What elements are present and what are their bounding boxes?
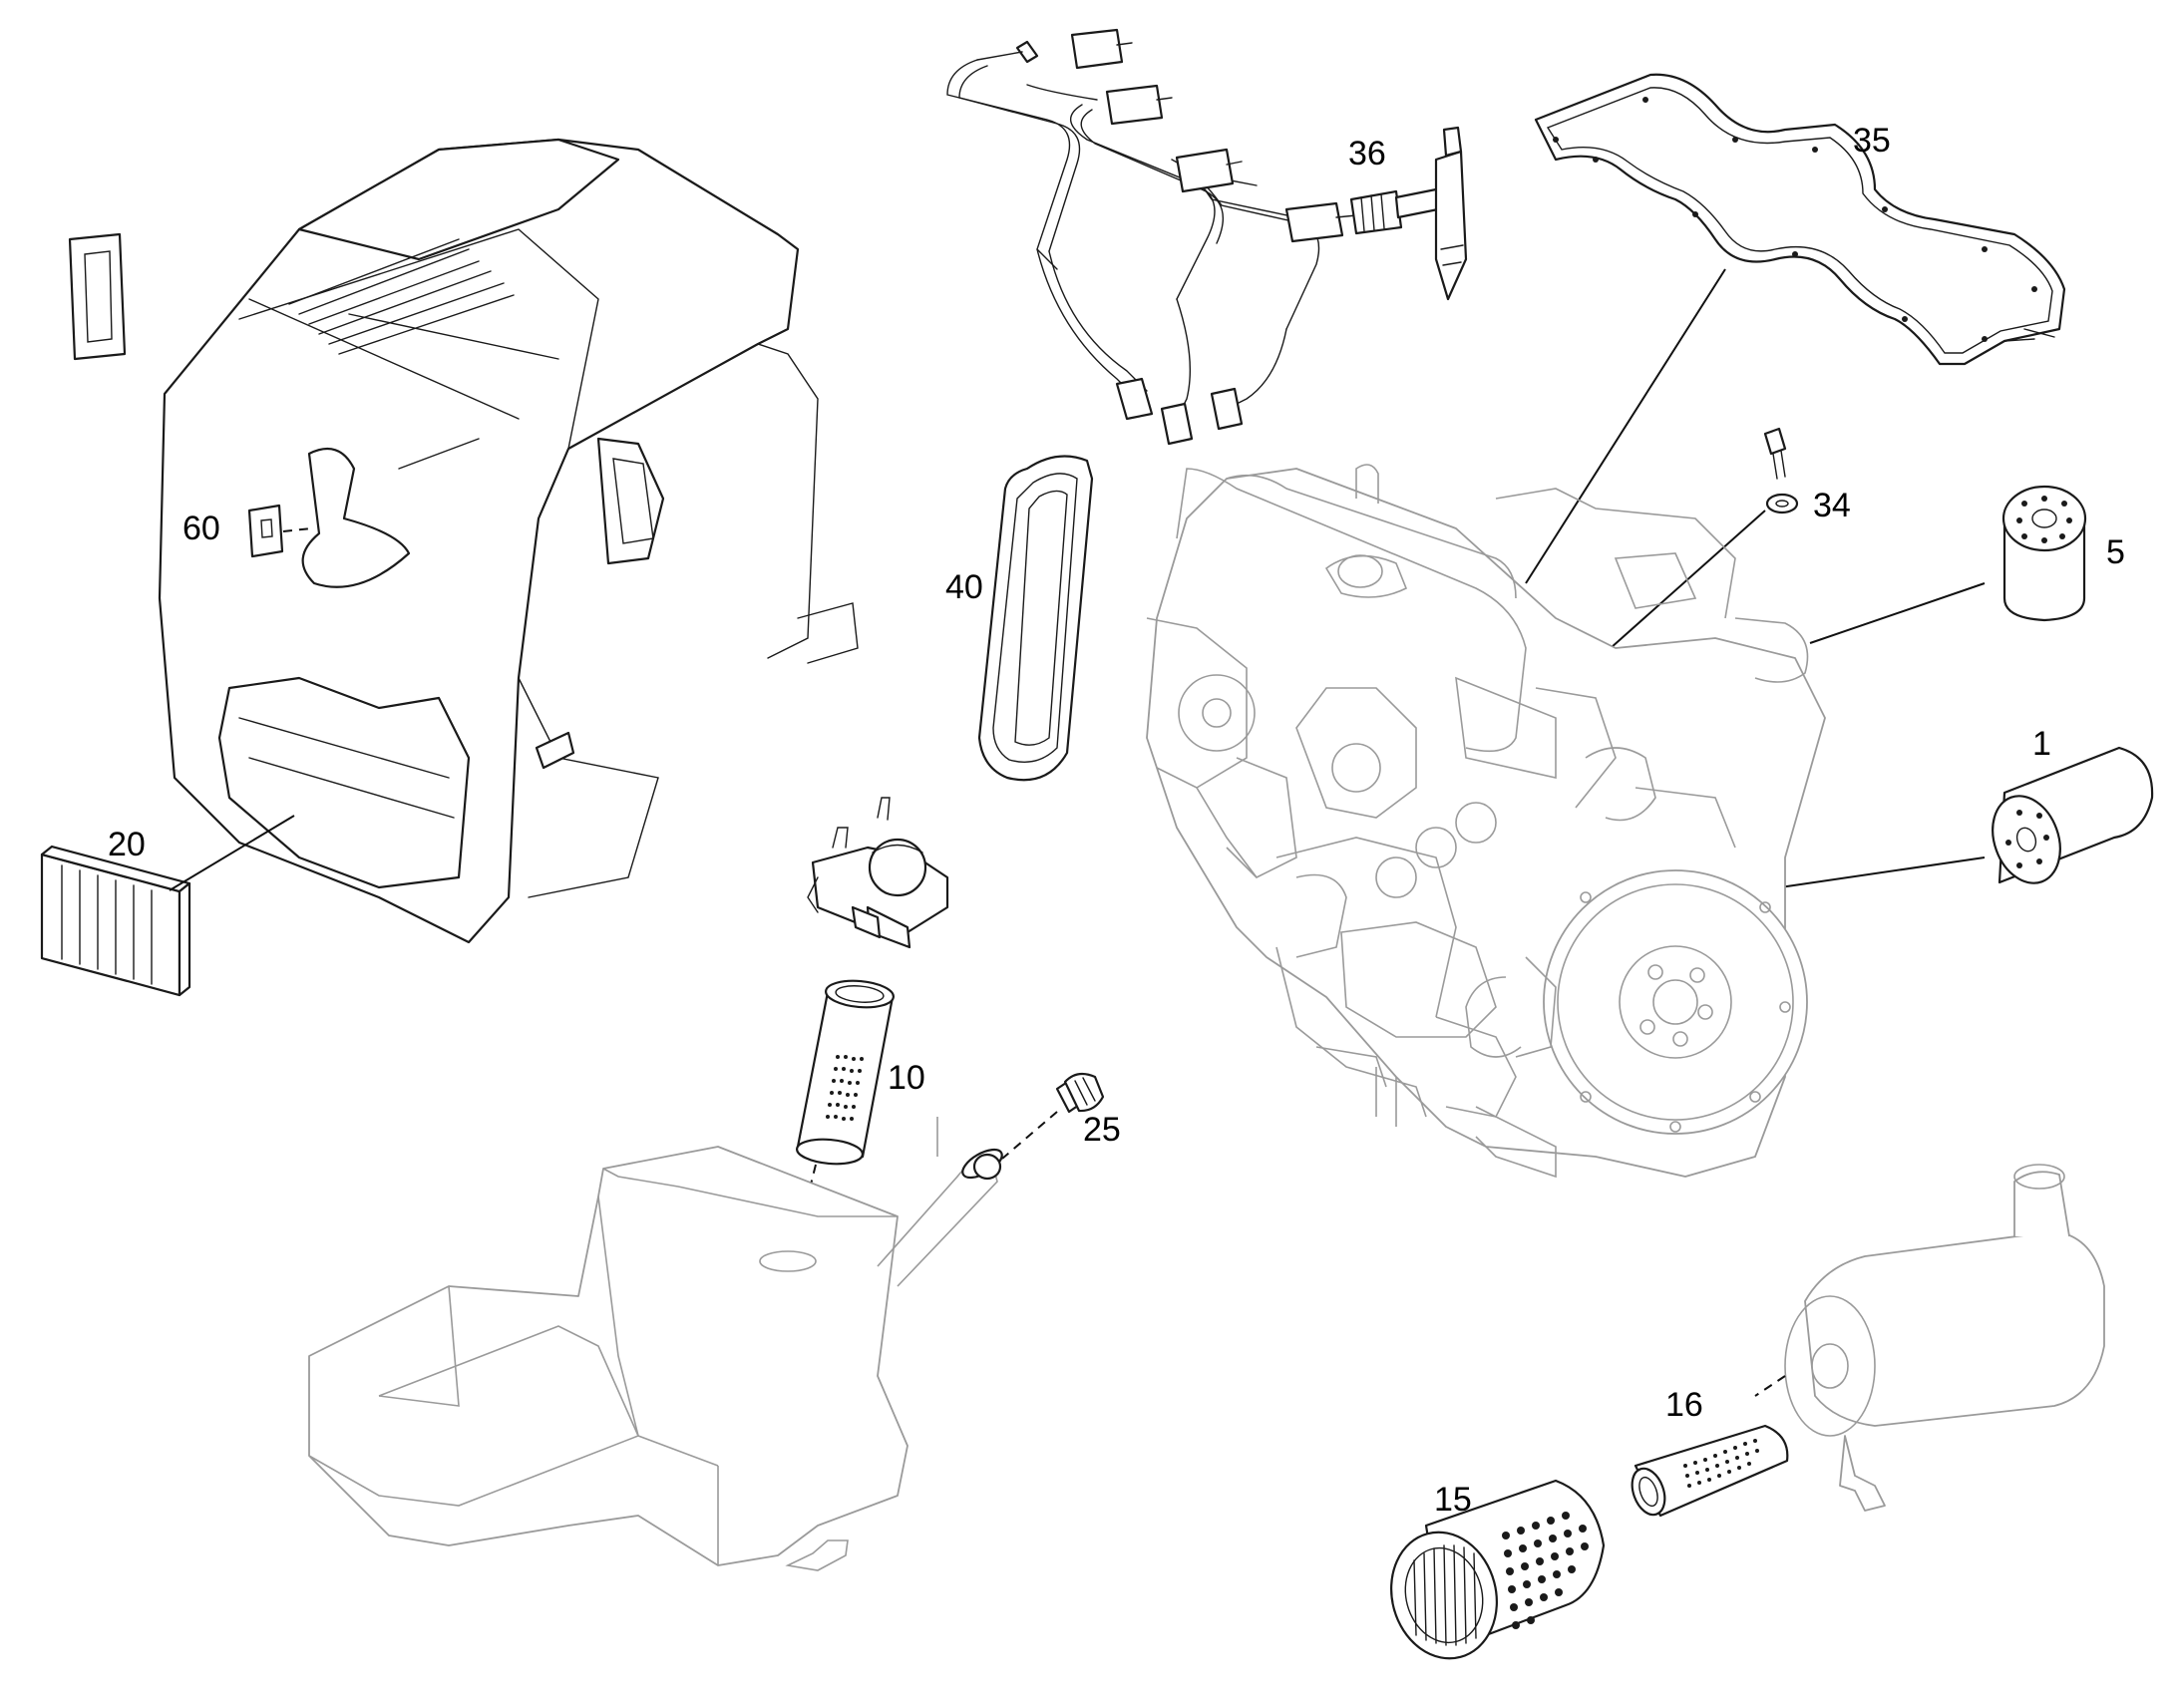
part-10-strainer: [796, 979, 895, 1166]
callout-40: 40: [945, 568, 983, 606]
callout-16: 16: [1665, 1386, 1703, 1424]
hydraulic-tank: [308, 1117, 1003, 1571]
callout-36: 36: [1348, 135, 1386, 172]
leader-16-dashed: [1754, 1375, 1786, 1397]
part-20-cab-filter: [40, 845, 191, 997]
callout-10: 10: [888, 1059, 925, 1097]
part-35-gasket: [1534, 73, 2066, 366]
leader-5: [1809, 582, 1986, 644]
part-1-oil-filter: [1992, 746, 2154, 884]
callout-20: 20: [108, 826, 146, 863]
fitting-assembly: [807, 797, 949, 949]
part-15-outer-filter: [1390, 1479, 1606, 1660]
part-34-bolt: [1763, 427, 1799, 514]
part-60-switch: [247, 504, 284, 558]
callout-25: 25: [1083, 1111, 1121, 1149]
leader-25: [1001, 1111, 1058, 1160]
part-25-cap: [1055, 1072, 1105, 1114]
leader-60: [282, 527, 312, 532]
callout-60: 60: [182, 510, 220, 547]
leader-1: [1779, 856, 1986, 888]
part-16-inner-filter: [1631, 1424, 1789, 1518]
engine-assembly: [1146, 464, 1826, 1179]
part-36-injector: [1349, 126, 1468, 301]
air-cleaner-housing: [1784, 1164, 2105, 1512]
operator-cab: [68, 138, 859, 944]
part-5-fuel-filter: [2001, 485, 2087, 622]
part-40-belt: [977, 455, 1094, 782]
leader-20: [169, 815, 295, 891]
injection-lines: [946, 28, 1357, 446]
callout-5: 5: [2106, 533, 2125, 571]
callout-35: 35: [1853, 122, 1891, 160]
callout-15: 15: [1434, 1481, 1472, 1519]
callout-34: 34: [1813, 487, 1851, 524]
leader-35: [1525, 268, 1726, 584]
callout-1: 1: [2032, 725, 2051, 763]
